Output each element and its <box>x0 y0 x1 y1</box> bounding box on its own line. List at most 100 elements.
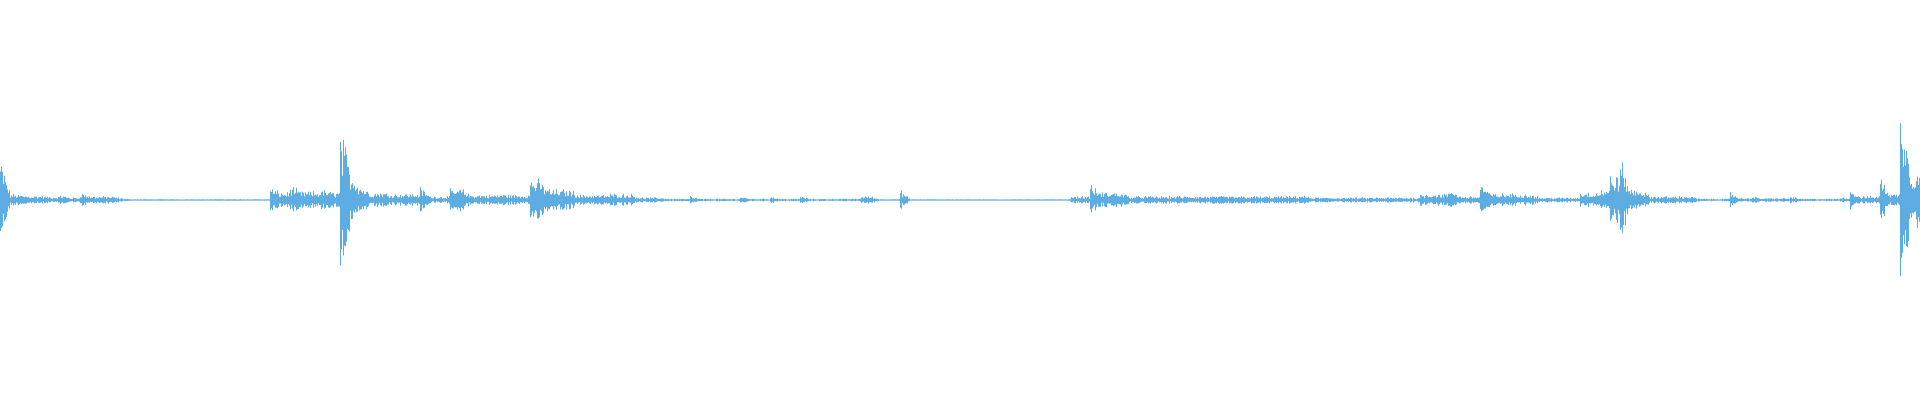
waveform-segment <box>690 196 700 204</box>
waveform-segment <box>1330 198 1340 202</box>
waveform-segment <box>470 195 480 205</box>
waveform-segment <box>270 189 280 211</box>
waveform-segment <box>480 194 490 205</box>
waveform-segment <box>320 190 330 210</box>
waveform-segment <box>970 199 980 201</box>
waveform-segment <box>250 199 260 201</box>
waveform-segment <box>230 199 240 201</box>
waveform-segment <box>730 198 740 201</box>
waveform-segment <box>380 193 390 207</box>
waveform-segment <box>950 199 960 201</box>
waveform-segment <box>920 199 930 201</box>
waveform-segment <box>1220 196 1230 204</box>
waveform-segment <box>640 197 650 203</box>
waveform-segment <box>300 191 310 208</box>
waveform-segment <box>60 195 70 204</box>
waveform-segment <box>1160 195 1170 204</box>
waveform-segment <box>670 198 680 202</box>
waveform-segment <box>630 193 640 206</box>
waveform-segment <box>1170 196 1180 204</box>
waveform-segment <box>980 199 990 201</box>
waveform-segment <box>1410 197 1420 203</box>
waveform-segment <box>800 197 810 203</box>
waveform-segment <box>870 196 880 203</box>
waveform-segment <box>1090 185 1100 213</box>
waveform-segment <box>0 166 10 231</box>
waveform-segment <box>260 199 270 201</box>
waveform-segment <box>1800 198 1810 202</box>
waveform-segment <box>910 199 920 201</box>
waveform-segment <box>1720 198 1730 202</box>
waveform-segment <box>1110 193 1120 207</box>
waveform-segment <box>740 197 750 203</box>
waveform-segment <box>1280 195 1290 204</box>
waveform-segment <box>1640 192 1650 207</box>
waveform-segment <box>340 139 350 266</box>
waveform-segment <box>20 196 30 205</box>
waveform-segment <box>990 199 1000 201</box>
waveform-segment <box>940 199 950 201</box>
waveform-segment <box>120 198 130 202</box>
waveform-segment <box>1680 197 1690 204</box>
waveform-segment <box>210 199 220 201</box>
waveform-segment <box>1320 197 1330 203</box>
waveform-segment <box>1890 194 1900 206</box>
waveform-segment <box>570 191 580 209</box>
waveform-segment <box>200 199 210 201</box>
waveform-segment <box>1870 195 1880 204</box>
waveform-segment <box>1050 199 1060 201</box>
waveform-segment <box>1150 196 1160 204</box>
waveform-segment <box>430 196 440 204</box>
waveform-segment <box>1670 196 1680 204</box>
waveform-segment <box>1880 179 1890 218</box>
waveform-segment <box>1420 194 1430 206</box>
waveform-segment <box>540 184 550 216</box>
waveform-segment <box>1620 162 1630 233</box>
waveform-segment <box>680 198 690 202</box>
waveform-segment <box>360 189 370 210</box>
waveform-segment <box>1660 196 1670 204</box>
waveform-segment <box>1450 193 1460 207</box>
waveform-segment <box>700 198 710 202</box>
waveform-segment <box>820 199 830 202</box>
waveform-segment <box>1270 196 1280 204</box>
waveform-segment <box>830 198 840 202</box>
waveform-segment <box>810 198 820 202</box>
waveform-segment <box>880 199 890 201</box>
waveform-segment <box>180 199 190 201</box>
waveform-segment <box>1430 194 1440 206</box>
waveform-segment <box>1530 195 1540 205</box>
waveform-segment <box>660 198 670 202</box>
waveform-segment <box>760 198 770 202</box>
waveform-segment <box>170 199 180 201</box>
waveform-segment <box>1020 199 1030 201</box>
waveform-segment <box>1190 197 1200 203</box>
waveform-segment <box>400 194 410 206</box>
waveform-segment <box>420 187 430 212</box>
waveform-segment <box>890 199 900 201</box>
waveform-segment <box>70 197 80 203</box>
waveform-segment <box>1460 196 1470 204</box>
waveform-segment <box>1630 189 1640 210</box>
waveform-segment <box>1250 196 1260 204</box>
waveform-segment <box>1040 199 1050 201</box>
waveform-segment <box>1120 194 1130 207</box>
waveform-segment <box>1730 192 1740 207</box>
waveform-segment <box>1900 123 1910 276</box>
waveform-segment <box>310 191 320 208</box>
waveform-segment <box>490 195 500 205</box>
waveform-segment <box>1380 197 1390 203</box>
waveform-segment <box>1200 196 1210 204</box>
waveform-segment <box>1080 196 1090 204</box>
waveform-segment <box>1850 192 1860 210</box>
waveform-segment <box>790 198 800 202</box>
waveform-segment <box>1370 197 1380 203</box>
waveform-segment <box>650 197 660 203</box>
waveform-segment <box>390 194 400 206</box>
waveform-segment <box>140 199 150 201</box>
waveform-segment <box>1810 198 1820 202</box>
waveform-segment <box>1480 187 1490 211</box>
waveform-segment <box>960 199 970 201</box>
waveform-segment <box>750 198 760 202</box>
waveform-segment <box>600 194 610 205</box>
